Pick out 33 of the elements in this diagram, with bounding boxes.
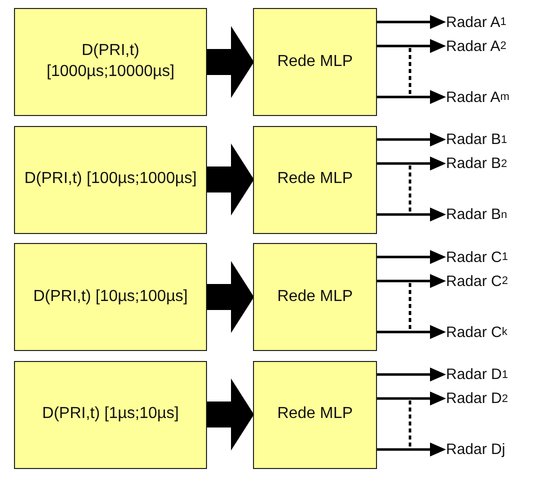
process-box bbox=[14, 8, 207, 116]
arrow bbox=[377, 132, 446, 146]
process-box bbox=[14, 360, 207, 468]
arrow bbox=[377, 274, 446, 288]
arrow bbox=[377, 392, 446, 406]
arrow bbox=[377, 325, 446, 339]
block-arrow bbox=[207, 261, 254, 333]
arrow bbox=[377, 250, 446, 264]
process-box bbox=[253, 8, 377, 116]
process-box bbox=[14, 243, 207, 351]
process-box bbox=[253, 126, 377, 234]
process-box bbox=[14, 126, 207, 234]
box-text: D(PRI,t) [1000µs;10000µs] bbox=[46, 41, 176, 82]
box-text: Rede MLP bbox=[277, 404, 353, 424]
arrow bbox=[377, 156, 446, 170]
output-label: Radar Dj bbox=[446, 440, 506, 460]
arrow bbox=[377, 90, 446, 104]
box-text: D(PRI,t) [10µs;100µs] bbox=[33, 286, 188, 307]
box-text: Rede MLP bbox=[277, 52, 353, 72]
block-arrow bbox=[207, 26, 254, 98]
arrow bbox=[377, 15, 446, 29]
block-arrow bbox=[207, 378, 254, 450]
box-text: Rede MLP bbox=[277, 169, 353, 190]
arrow bbox=[377, 208, 446, 222]
box-text: Rede MLP bbox=[277, 286, 353, 307]
block-arrow bbox=[207, 144, 254, 216]
box-text: D(PRI,t) [1µs;10µs] bbox=[42, 404, 179, 424]
arrow bbox=[377, 39, 446, 53]
process-box bbox=[253, 360, 377, 468]
process-box bbox=[253, 243, 377, 351]
box-text: D(PRI,t) [100µs;1000µs] bbox=[24, 169, 197, 190]
arrow bbox=[377, 442, 446, 456]
arrow bbox=[377, 368, 446, 382]
